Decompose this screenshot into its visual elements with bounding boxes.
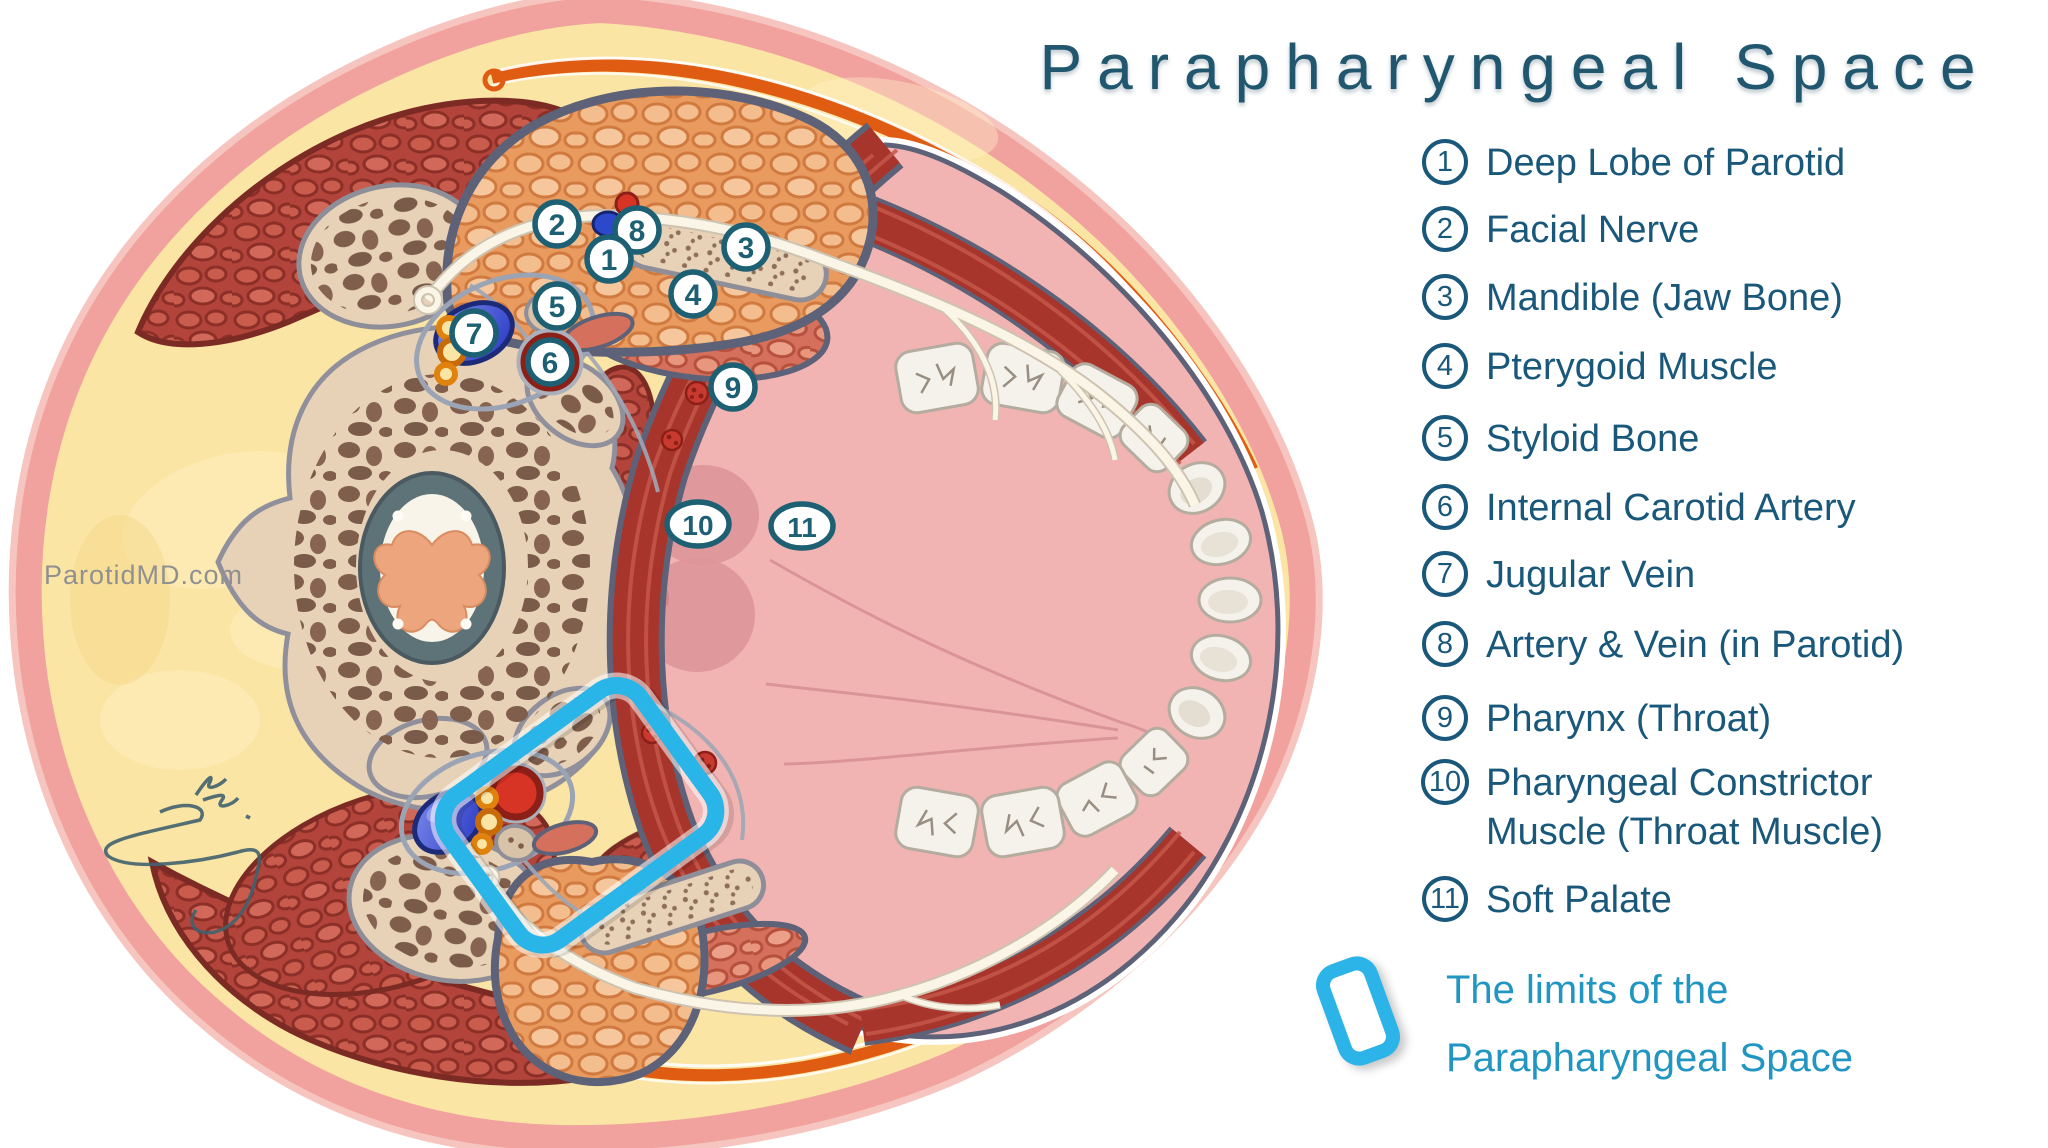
stylopharyngeus-lower — [531, 820, 599, 856]
marker-9: 9 — [708, 362, 758, 412]
svg-text:8: 8 — [629, 215, 646, 248]
marker-1: 1 — [584, 234, 634, 284]
legend-label-2: Facial Nerve — [1486, 209, 1700, 251]
legend-label-5: Styloid Bone — [1486, 418, 1700, 460]
legend-item-3: 3 Mandible (Jaw Bone) — [1412, 274, 1843, 323]
legend-item-8: 8 Artery & Vein (in Parotid) — [1412, 621, 1904, 670]
legend-label-11: Soft Palate — [1486, 879, 1672, 921]
svg-text:3: 3 — [738, 232, 755, 265]
dental-arch — [894, 341, 1263, 859]
svg-text:6: 6 — [542, 347, 559, 380]
legend-label-6: Internal Carotid Artery — [1486, 487, 1856, 529]
svg-text:9: 9 — [725, 372, 742, 405]
marker-3: 3 — [721, 222, 771, 272]
legend-item-2: 2 Facial Nerve — [1412, 206, 1699, 255]
note-line-2: Parapharyngeal Space — [1446, 1036, 1853, 1080]
legend-item-10: 10 Pharyngeal Constrictor Muscle (Throat … — [1412, 759, 1883, 857]
svg-text:11: 11 — [787, 512, 817, 543]
legend-badge-4: 4 — [1422, 343, 1468, 389]
legend-label-9: Pharynx (Throat) — [1486, 698, 1772, 740]
spinal-cord — [373, 530, 491, 633]
svg-text:7: 7 — [466, 318, 483, 351]
legend-badge-3: 3 — [1422, 274, 1468, 320]
legend-item-6: 6 Internal Carotid Artery — [1412, 484, 1856, 533]
legend-item-5: 5 Styloid Bone — [1412, 415, 1699, 464]
svg-text:2: 2 — [549, 209, 566, 242]
legend-badge-8: 8 — [1422, 621, 1468, 667]
watermark: ParotidMD.com — [44, 560, 243, 590]
legend-label-8: Artery & Vein (in Parotid) — [1486, 624, 1905, 666]
svg-text:10: 10 — [682, 510, 713, 541]
note-line-1: The limits of the — [1446, 968, 1729, 1012]
legend-item-11: 11 Soft Palate — [1412, 876, 1672, 925]
nerve-root-dots — [392, 510, 472, 630]
legend-badge-2: 2 — [1422, 206, 1468, 252]
legend-item-9: 9 Pharynx (Throat) — [1412, 695, 1771, 744]
legend-label-4: Pterygoid Muscle — [1486, 346, 1778, 388]
cranial-nerves-lower — [471, 786, 503, 855]
legend-label-7: Jugular Vein — [1486, 554, 1696, 596]
legend-badge-1: 1 — [1422, 139, 1468, 185]
legend-item-4: 4 Pterygoid Muscle — [1412, 343, 1777, 392]
legend-badge-7: 7 — [1422, 551, 1468, 597]
marker-10: 10 — [664, 499, 732, 549]
legend-badge-11: 11 — [1421, 876, 1469, 922]
parapharyngeal-limits-outline — [430, 672, 735, 959]
vertebra-marrow-ring — [294, 374, 590, 758]
svg-text:5: 5 — [549, 291, 566, 324]
svg-text:4: 4 — [685, 279, 702, 312]
marker-8: 8 — [612, 205, 662, 255]
signature — [104, 775, 262, 935]
legend-label-3: Mandible (Jaw Bone) — [1486, 277, 1843, 319]
marker-7: 7 — [449, 308, 499, 358]
markers: 2 8 1 3 4 5 6 7 9 10 11 — [449, 199, 836, 551]
soft-palate-mound-lower — [639, 558, 755, 672]
marker-11: 11 — [768, 501, 836, 551]
svg-text:1: 1 — [601, 244, 618, 277]
legend-badge-9: 9 — [1422, 695, 1468, 741]
legend-item-1: 1 Deep Lobe of Parotid — [1412, 139, 1845, 188]
carotid-adventitia — [516, 328, 584, 396]
marker-4: 4 — [668, 269, 718, 319]
page-title: Parapharyngeal Space — [1039, 31, 1991, 103]
legend-item-7: 7 Jugular Vein — [1412, 551, 1695, 600]
legend-badge-5: 5 — [1422, 415, 1468, 461]
marker-5: 5 — [532, 281, 582, 331]
legend-badge-10: 10 — [1420, 759, 1470, 805]
skull-bones — [215, 182, 640, 984]
legend-label-1: Deep Lobe of Parotid — [1486, 142, 1846, 184]
legend-label-10: Pharyngeal Constrictor Muscle (Throat Mu… — [1486, 762, 1883, 853]
legend-badge-6: 6 — [1422, 484, 1468, 530]
marker-6: 6 — [525, 337, 575, 387]
marker-2: 2 — [532, 199, 582, 249]
